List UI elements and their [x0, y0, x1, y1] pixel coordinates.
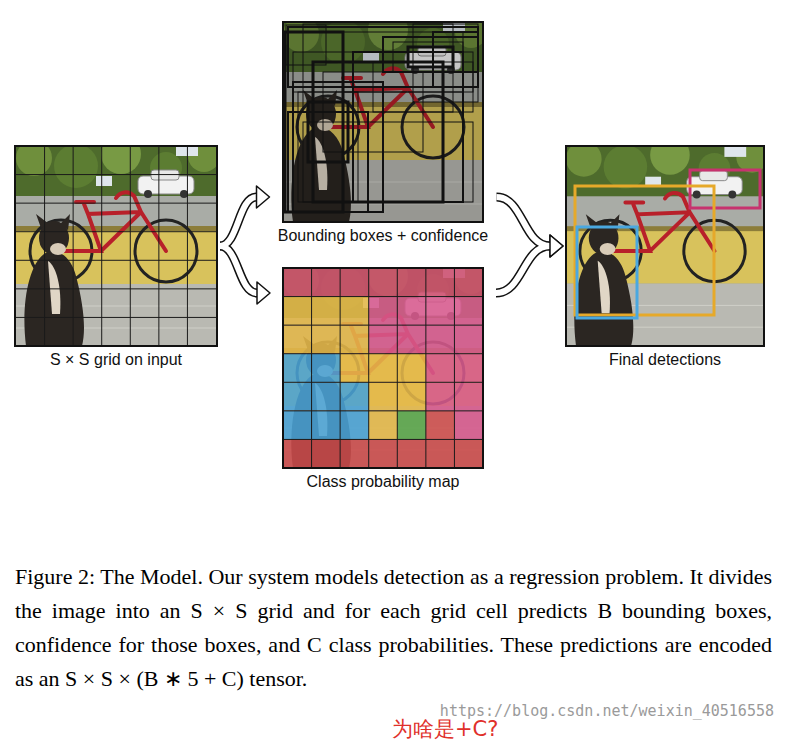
arrow-outline — [496, 246, 550, 293]
panel-caption: Final detections — [609, 350, 721, 370]
figure-caption: Figure 2: The Model. Our system models d… — [15, 560, 772, 696]
panel-caption: Bounding boxes + confidence — [278, 226, 488, 246]
hollow-arrow — [220, 186, 270, 246]
hollow-arrow — [497, 197, 564, 257]
arrow-body — [496, 246, 550, 293]
arrow-outline — [220, 197, 257, 246]
handwritten-note: 为啥是+C? — [392, 718, 498, 741]
arrow-body — [220, 246, 257, 293]
arrow-head — [550, 235, 563, 257]
arrow-outline — [220, 246, 257, 293]
arrow-head — [257, 186, 270, 208]
image-panel: Class probability map — [273, 268, 493, 494]
hollow-arrow — [220, 246, 270, 304]
hollow-arrow — [496, 246, 550, 293]
arrow-outline — [497, 197, 551, 246]
panel-caption: Class probability map — [307, 472, 460, 492]
arrow-head — [550, 235, 563, 257]
panel-caption: S × S grid on input — [50, 350, 182, 370]
arrow-body — [220, 197, 257, 246]
image-panel: Bounding boxes + confidence — [273, 22, 494, 248]
hollow-arrow — [220, 246, 257, 293]
hollow-arrow — [496, 235, 563, 293]
image-panel: S × S grid on input — [15, 146, 217, 372]
hollow-arrow — [220, 197, 257, 246]
image-panel: Final detections — [566, 146, 764, 372]
arrow-body — [497, 197, 551, 246]
arrow-head — [257, 282, 270, 304]
hollow-arrow — [497, 197, 551, 246]
